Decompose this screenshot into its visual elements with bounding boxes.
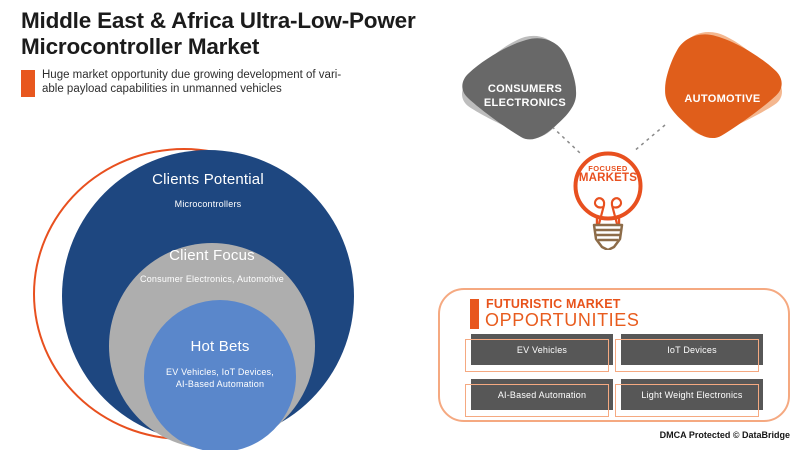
automotive-label: AUTOMOTIVE [684, 93, 761, 105]
subtitle-accent-bar [21, 70, 35, 97]
dmca-watermark: DMCA Protected © DataBridge [659, 430, 790, 440]
blob-body [665, 34, 782, 139]
opportunities-accent-bar [470, 299, 479, 329]
consumers-label-line1: CONSUMERS [487, 83, 563, 95]
consumers-electronics-blob [462, 35, 577, 140]
opportunity-item-ev-vehicles: EV Vehicles [465, 334, 613, 372]
focused-markets-label-line1: FOCUSED [588, 164, 628, 173]
client-focus-subtitle: Consumer Electronics, Automotive [140, 274, 284, 284]
opportunity-item-ai-based-automation: AI-Based Automation [465, 379, 613, 417]
hot-bets-title: Hot Bets [190, 338, 250, 355]
hot-bets-subtitle-line1: EV Vehicles, IoT Devices, [166, 367, 274, 377]
electronics-label-line2: ELECTRONICS [483, 97, 567, 109]
opportunity-item-iot-devices: IoT Devices [615, 334, 763, 372]
page-title-line1: Middle East & Africa Ultra-Low-Power [21, 8, 416, 33]
consumers-electronics-label: CONSUMERS ELECTRONICS [470, 82, 580, 110]
blob-body [462, 38, 577, 140]
focused-markets-label-line2: MARKETS [578, 172, 638, 184]
hot-bets-subtitle: EV Vehicles, IoT Devices, AI-Based Autom… [144, 366, 296, 390]
clients-potential-title: Clients Potential [152, 171, 264, 188]
subtitle-line1: Huge market opportunity due growing deve… [42, 69, 342, 81]
subtitle-line2: able payload capabilities in unmanned ve… [42, 82, 282, 95]
lightbulb-icon [573, 151, 643, 250]
subtitle-text: Huge market opportunity due growing deve… [42, 69, 341, 96]
page-title: Middle East & Africa Ultra-Low-Power Mic… [21, 8, 416, 60]
clients-potential-subtitle: Microcontrollers [174, 199, 242, 209]
futuristic-market-opportunities-panel: FUTURISTIC MARKET OPPORTUNITIES EV Vehic… [438, 288, 790, 422]
client-focus-title: Client Focus [169, 247, 255, 264]
hot-bets-subtitle-line2: AI-Based Automation [175, 379, 265, 389]
page-title-line2: Microcontroller Market [21, 34, 260, 59]
opportunities-heading-line2: OPPORTUNITIES [485, 310, 640, 330]
automotive-blob [665, 31, 782, 139]
opportunity-item-light-weight-electronics: Light Weight Electronics [615, 379, 763, 417]
opportunities-heading-line1: FUTURISTIC MARKET [486, 297, 621, 311]
hot-bets-circle [144, 300, 296, 450]
